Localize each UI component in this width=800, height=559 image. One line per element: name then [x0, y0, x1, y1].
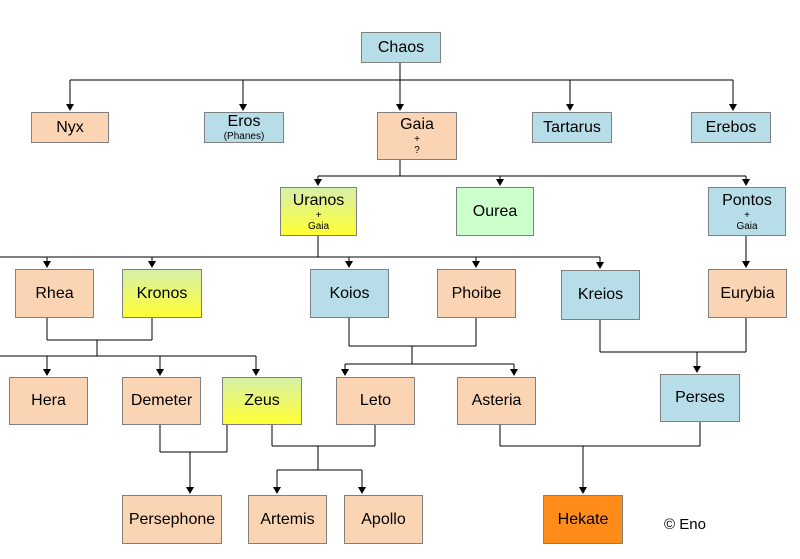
- node-eurybia: Eurybia: [708, 269, 787, 318]
- node-chaos-label: Chaos: [377, 38, 425, 56]
- node-pontos-partner: Gaia: [736, 220, 758, 232]
- node-eros-subtitle: (Phanes): [223, 131, 265, 142]
- node-asteria: Asteria: [457, 377, 536, 425]
- node-tartarus-label: Tartarus: [543, 118, 601, 136]
- node-pontos-label: Pontos: [722, 191, 772, 209]
- node-ourea: Ourea: [456, 187, 534, 236]
- node-zeus-label: Zeus: [244, 392, 280, 409]
- node-hekate: Hekate: [543, 495, 623, 544]
- node-pontos: Pontos + Gaia: [708, 187, 786, 236]
- node-leto-label: Leto: [359, 392, 392, 409]
- node-hera-label: Hera: [31, 392, 66, 409]
- node-phoibe: Phoibe: [437, 269, 516, 318]
- node-ourea-label: Ourea: [472, 202, 518, 220]
- node-koios-label: Koios: [329, 284, 370, 302]
- node-apollo-label: Apollo: [361, 510, 406, 528]
- node-perses-label: Perses: [675, 389, 725, 406]
- node-kreios: Kreios: [561, 270, 640, 320]
- node-eros: Eros (Phanes): [204, 112, 284, 143]
- node-demeter-label: Demeter: [130, 392, 193, 409]
- node-eurybia-label: Eurybia: [720, 284, 775, 302]
- node-rhea-label: Rhea: [35, 284, 74, 302]
- node-zeus: Zeus: [222, 377, 302, 425]
- node-kreios-label: Kreios: [577, 286, 624, 303]
- node-rhea: Rhea: [15, 269, 94, 318]
- node-pontos-plus: +: [744, 209, 750, 221]
- node-phoibe-label: Phoibe: [451, 284, 502, 302]
- node-erebos-label: Erebos: [705, 118, 757, 136]
- node-koios: Koios: [310, 269, 389, 318]
- node-gaia-plus: +: [414, 134, 420, 145]
- node-gaia-label: Gaia: [400, 116, 434, 133]
- node-perses: Perses: [660, 374, 740, 422]
- node-persephone: Persephone: [122, 495, 222, 544]
- node-erebos: Erebos: [691, 112, 771, 143]
- copyright-credit: © Eno: [664, 516, 706, 533]
- node-hera: Hera: [9, 377, 88, 425]
- node-asteria-label: Asteria: [471, 392, 522, 409]
- node-kronos-label: Kronos: [136, 284, 188, 302]
- node-apollo: Apollo: [344, 495, 423, 544]
- node-tartarus: Tartarus: [532, 112, 612, 143]
- node-chaos: Chaos: [361, 32, 441, 63]
- node-hekate-label: Hekate: [557, 510, 609, 528]
- node-artemis: Artemis: [248, 495, 327, 544]
- node-uranos-plus: +: [315, 209, 322, 221]
- node-persephone-label: Persephone: [128, 510, 216, 528]
- node-eros-label: Eros: [227, 113, 261, 130]
- node-nyx-label: Nyx: [56, 118, 84, 136]
- node-kronos: Kronos: [122, 269, 202, 318]
- node-demeter: Demeter: [122, 377, 201, 425]
- node-uranos-label: Uranos: [292, 191, 345, 209]
- node-artemis-label: Artemis: [260, 510, 315, 528]
- node-uranos-partner: Gaia: [307, 220, 330, 232]
- node-nyx: Nyx: [31, 112, 109, 143]
- node-leto: Leto: [336, 377, 415, 425]
- node-uranos: Uranos + Gaia: [280, 187, 357, 236]
- node-gaia-partner: ?: [414, 145, 420, 156]
- node-gaia: Gaia + ?: [377, 112, 457, 160]
